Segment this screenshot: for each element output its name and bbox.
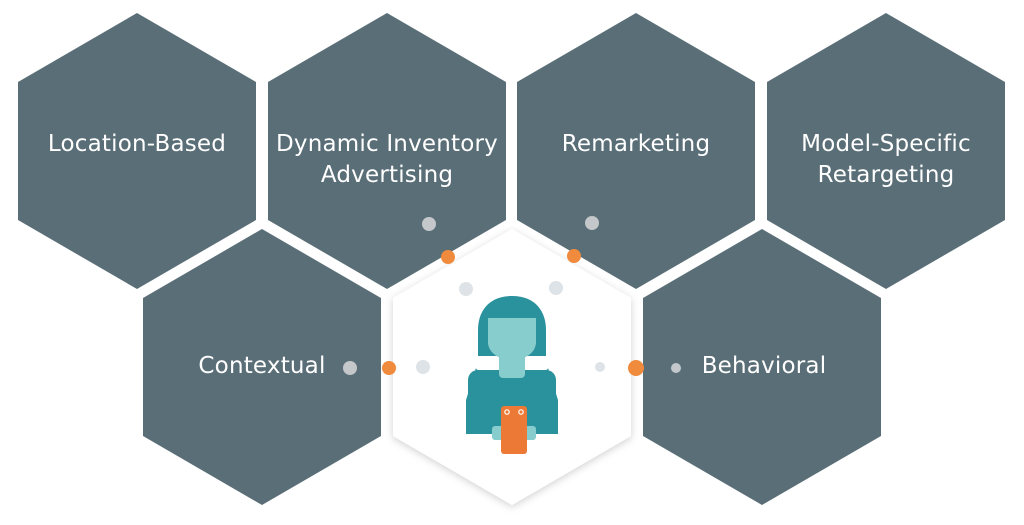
tile-label-location-based: Location-Based xyxy=(47,131,227,157)
tile-label-dynamic-inventory: Dynamic Inventory Advertising xyxy=(275,131,498,188)
connector-dot-grey xyxy=(585,216,599,230)
tile-label-model-specific: Model-Specific Retargeting xyxy=(801,131,971,188)
connector-dot-light xyxy=(595,362,605,372)
hexagon-contextual xyxy=(143,229,381,505)
tile-label-behavioral: Behavioral xyxy=(701,353,827,379)
hexagon-behavioral xyxy=(643,229,881,505)
hexagon-location-based xyxy=(18,13,256,289)
hexagon-dynamic-inventory xyxy=(268,13,506,289)
person-with-phone-icon xyxy=(466,296,558,454)
tile-label-remarketing: Remarketing xyxy=(561,131,711,157)
connector-dot-orange xyxy=(441,250,455,264)
hexagon-remarketing xyxy=(517,13,755,289)
connector-dot-light xyxy=(549,281,563,295)
connector-dot-light xyxy=(416,360,430,374)
connector-dot-orange xyxy=(628,360,644,376)
hexagon-model-specific xyxy=(767,13,1005,289)
connector-dot-orange xyxy=(567,249,581,263)
connector-dot-light xyxy=(459,282,473,296)
connector-dot-grey xyxy=(671,363,681,373)
connector-dot-grey xyxy=(422,217,436,231)
connector-dot-orange xyxy=(382,361,396,375)
connector-dot-grey xyxy=(343,361,357,375)
tile-label-contextual: Contextual xyxy=(198,353,326,379)
